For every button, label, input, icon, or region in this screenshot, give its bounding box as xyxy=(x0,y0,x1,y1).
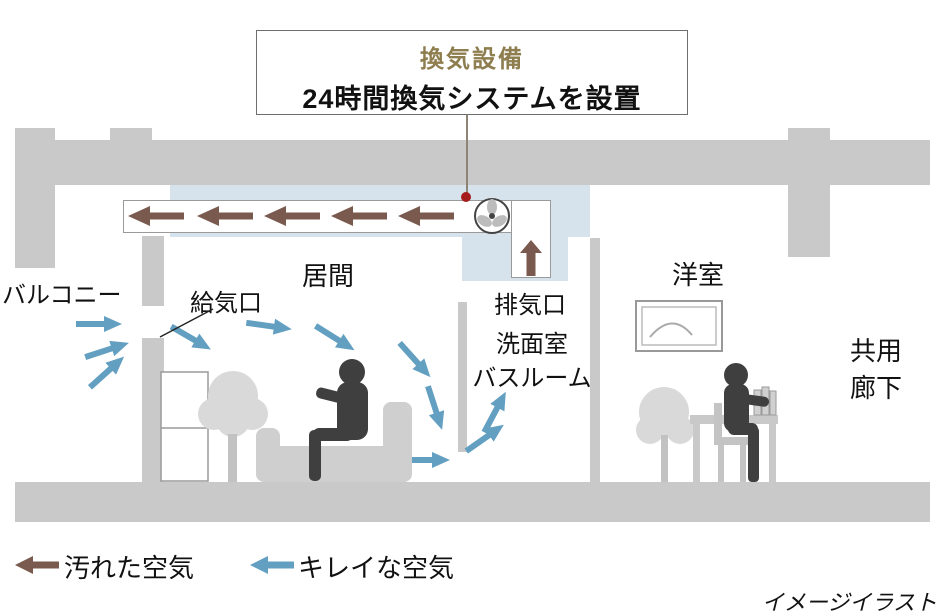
legend-dirty-air-label: 汚れた空気 xyxy=(64,553,195,583)
clean-air-arrow xyxy=(313,323,355,351)
chair xyxy=(714,403,752,482)
dirty-air-arrow xyxy=(128,206,184,226)
label-washroom-line1: 洗面室 xyxy=(496,331,568,358)
top-stub-right xyxy=(788,128,830,141)
left-exterior-wall xyxy=(15,128,55,268)
indicator-dot xyxy=(461,192,471,202)
clean-air-arrow xyxy=(87,356,125,390)
top-slab xyxy=(15,140,930,185)
legend-dirty-air-arrow-icon xyxy=(15,556,59,574)
label-corridor-line1: 共用 xyxy=(850,336,903,366)
dirty-air-arrow xyxy=(197,206,253,226)
balcony-wall-lower xyxy=(142,338,164,482)
exhaust-up-arrow xyxy=(520,240,542,276)
person-reading xyxy=(309,359,368,481)
legend-clean-air-label: キレイな空気 xyxy=(298,553,455,583)
top-stub-left xyxy=(110,128,152,141)
label-air-intake: 給気口 xyxy=(190,290,262,317)
label-western-room: 洋室 xyxy=(672,260,725,290)
title-heading: 換気設備 xyxy=(420,46,524,73)
living-room-illustration xyxy=(160,359,412,482)
picture-frame xyxy=(635,300,723,352)
title-box: 換気設備 24時間換気システムを設置 xyxy=(256,30,688,115)
plant xyxy=(636,387,694,482)
label-exhaust: 排気口 xyxy=(494,292,566,319)
western-room-illustration xyxy=(635,300,778,482)
clean-air-arrow xyxy=(425,385,445,430)
label-corridor: 共用 廊下 xyxy=(850,333,930,407)
balcony-wall-upper xyxy=(142,236,164,306)
title-connector-line xyxy=(466,115,468,195)
label-washroom: 洗面室 バスルーム xyxy=(462,328,602,396)
image-caption: イメージイラスト xyxy=(761,590,937,614)
clean-air-arrow xyxy=(245,318,292,335)
title-subheading: 24時間換気システムを設置 xyxy=(302,84,642,114)
intake-leader-line xyxy=(159,308,214,338)
plant xyxy=(198,371,268,482)
clean-air-arrow xyxy=(169,323,211,350)
dirty-air-arrow xyxy=(264,206,320,226)
legend-clean-air-arrow-icon xyxy=(250,556,294,574)
clean-air-arrow xyxy=(397,340,431,378)
dirty-air-arrow xyxy=(398,206,454,226)
person-at-desk xyxy=(724,363,770,482)
label-washroom-line2: バスルーム xyxy=(472,365,592,392)
bottom-slab xyxy=(15,482,930,522)
label-living-room: 居間 xyxy=(302,261,355,291)
sofa xyxy=(256,402,412,482)
corridor-wall xyxy=(788,185,830,257)
clean-air-arrow xyxy=(481,391,506,434)
washroom-wall-left xyxy=(458,302,467,452)
washroom-wall-right xyxy=(590,238,600,482)
clean-air-arrow xyxy=(464,424,504,454)
label-balcony: バルコニー xyxy=(2,282,122,309)
clean-air-arrow xyxy=(404,452,450,468)
clean-air-arrow xyxy=(76,316,122,332)
label-corridor-line2: 廊下 xyxy=(850,373,903,403)
clean-air-arrow xyxy=(84,340,129,360)
fan-unit-icon xyxy=(474,198,510,234)
dirty-air-arrow xyxy=(331,206,387,226)
cabinet xyxy=(160,371,209,482)
